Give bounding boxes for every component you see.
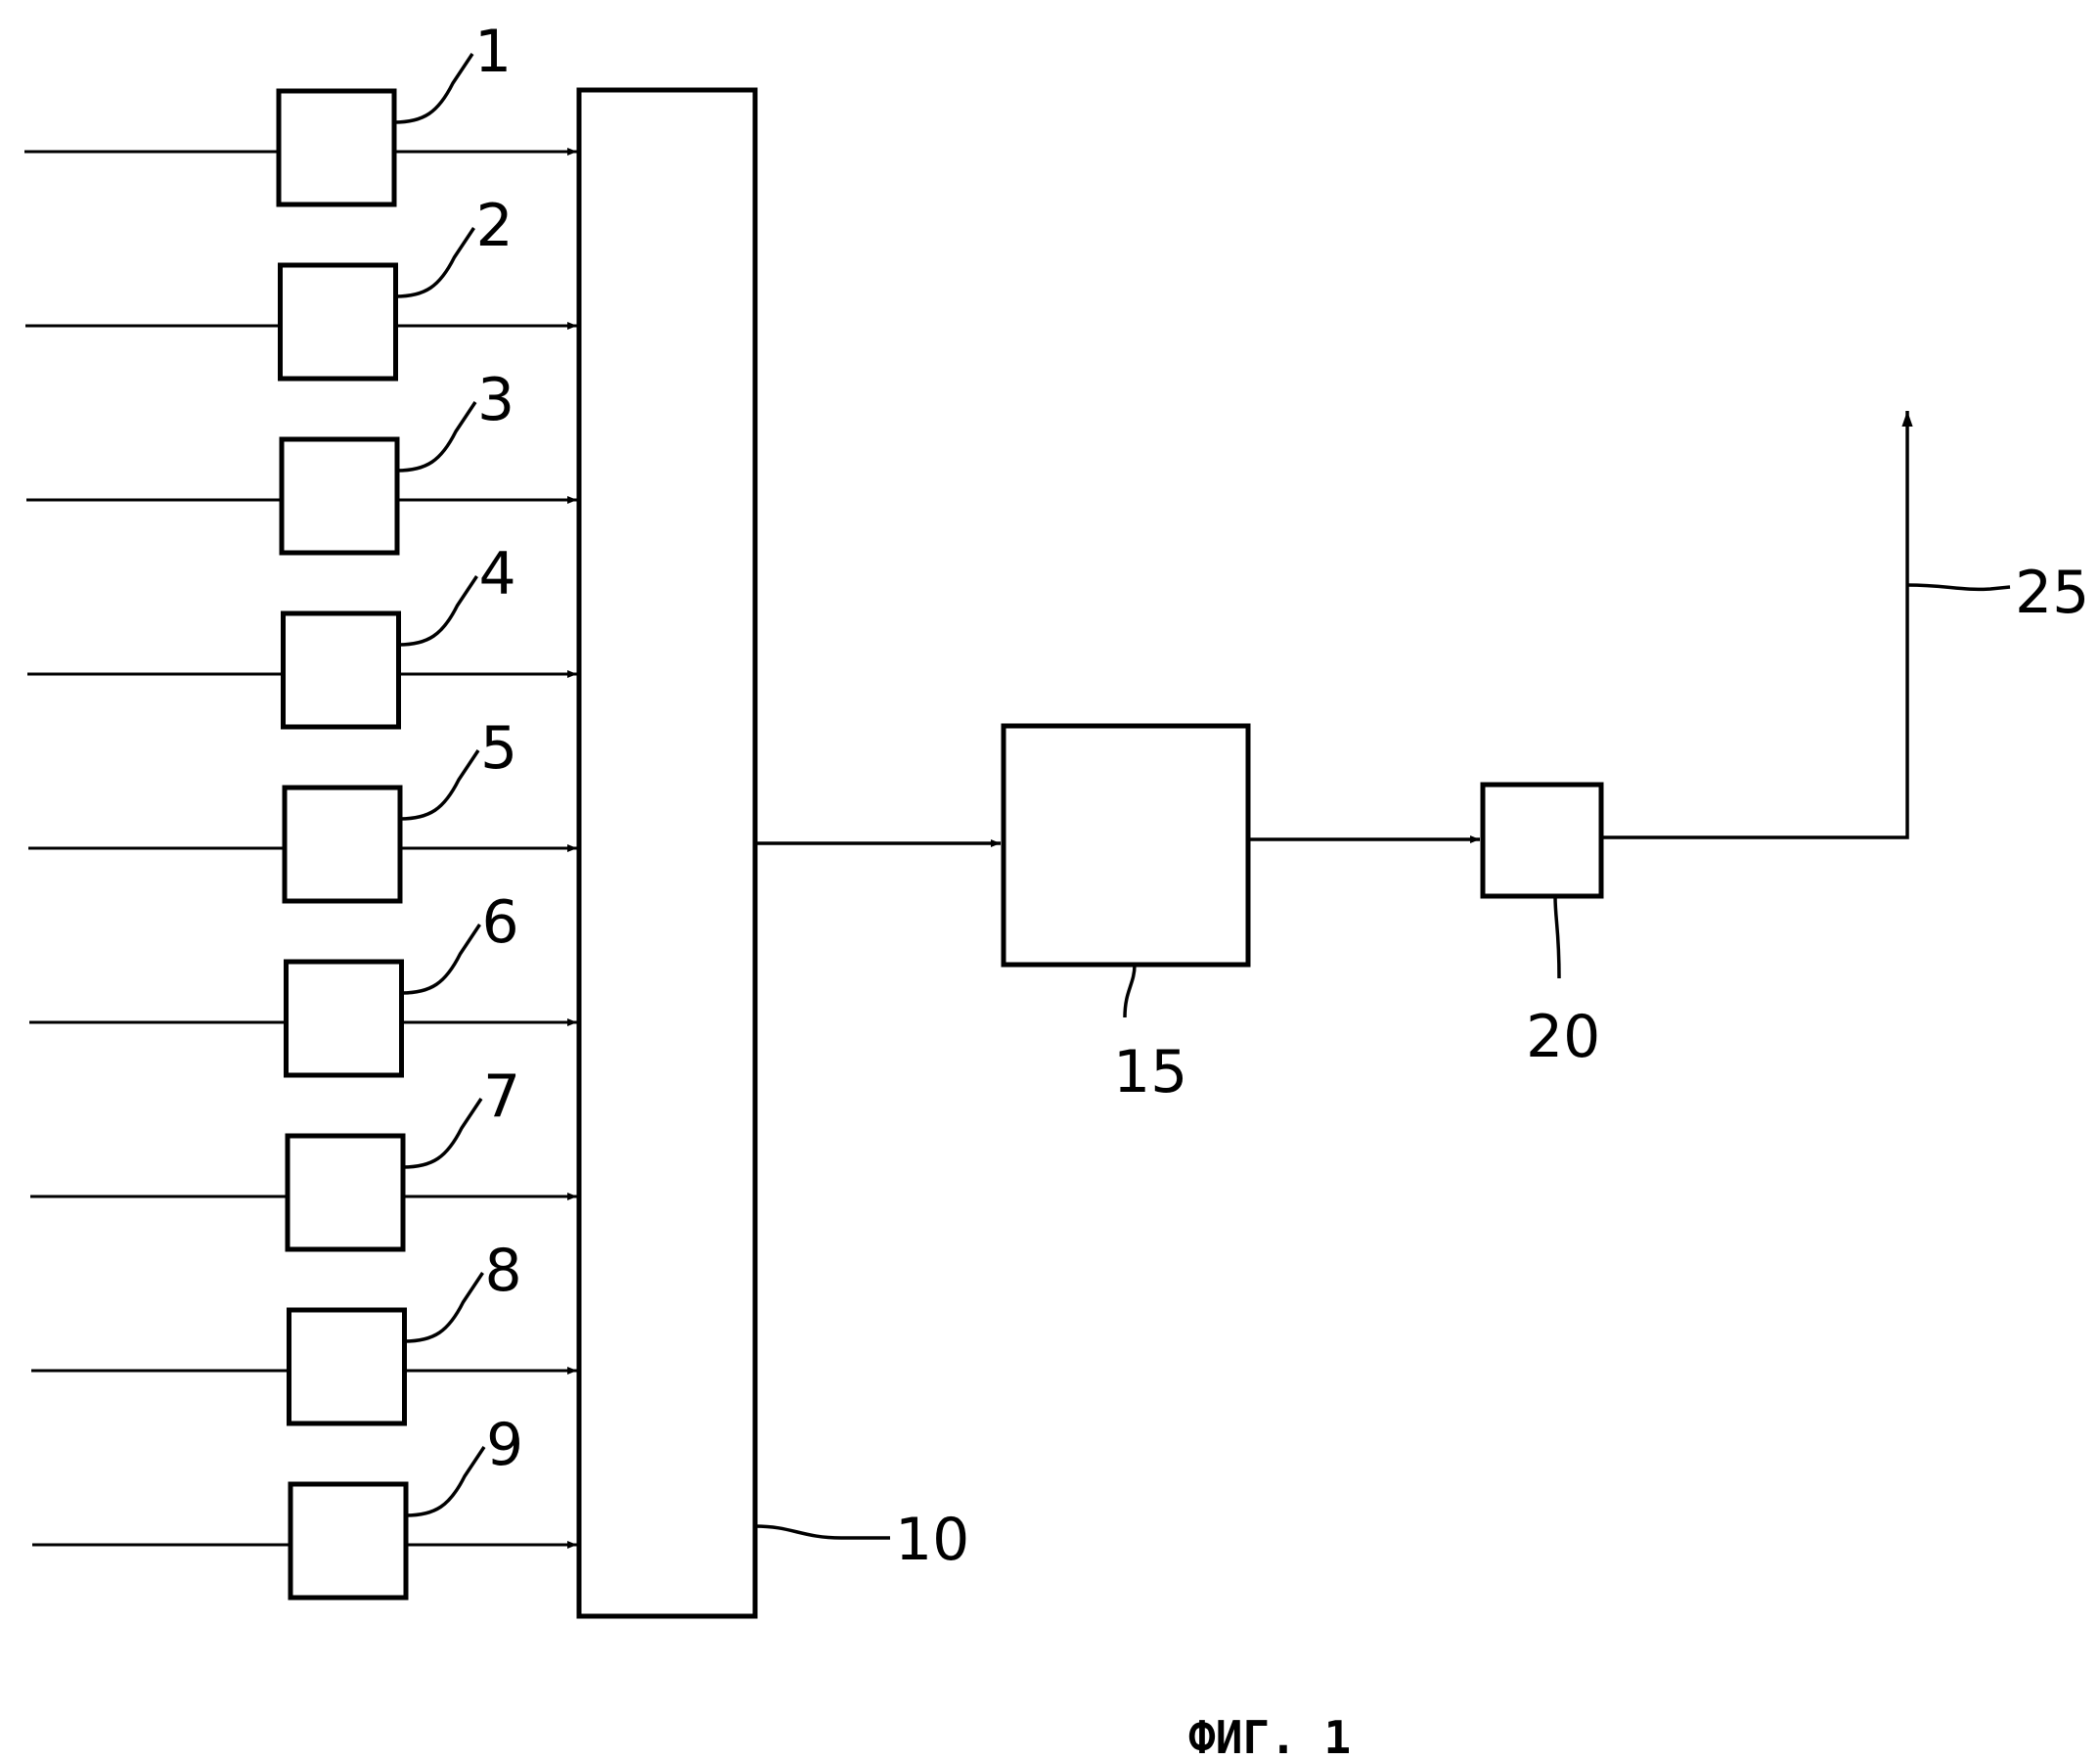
output-block-label: 20 xyxy=(1526,1003,1600,1071)
input-block-label-2: 2 xyxy=(476,192,514,260)
bus-block xyxy=(579,90,755,1616)
output-block-leader xyxy=(1555,896,1559,978)
bus-block-label: 10 xyxy=(895,1506,969,1574)
bus-block-leader xyxy=(755,1526,890,1538)
input-block-label-3: 3 xyxy=(477,366,514,434)
input-block-leader-1 xyxy=(394,54,472,122)
input-block-label-4: 4 xyxy=(479,540,516,609)
input-block-leader-4 xyxy=(399,576,477,645)
input-block-4 xyxy=(284,613,399,727)
input-block-label-6: 6 xyxy=(482,888,519,957)
input-block-leader-7 xyxy=(403,1099,481,1167)
input-block-label-1: 1 xyxy=(474,18,512,86)
output-signal-label: 25 xyxy=(2015,559,2089,627)
input-block-leader-8 xyxy=(405,1273,483,1341)
input-blocks-group: 1 2 3 4 5 6 7 8 9 xyxy=(24,18,577,1598)
input-block-label-9: 9 xyxy=(486,1411,523,1479)
output-block xyxy=(1483,785,1601,896)
input-block-label-8: 8 xyxy=(485,1237,522,1305)
figure-caption: ФИГ. 1 xyxy=(1188,1711,1351,1760)
input-block-3 xyxy=(282,439,397,553)
output-signal-leader xyxy=(1907,585,2010,589)
processing-block xyxy=(1004,726,1248,965)
output-signal-line xyxy=(1601,411,1907,837)
input-block-7 xyxy=(288,1136,403,1249)
input-block-5 xyxy=(285,788,400,901)
input-block-1 xyxy=(279,91,394,204)
input-block-leader-3 xyxy=(397,402,475,471)
input-block-9 xyxy=(290,1484,406,1598)
input-block-8 xyxy=(290,1310,405,1423)
processing-block-leader xyxy=(1125,965,1135,1017)
input-block-label-5: 5 xyxy=(480,714,517,783)
input-block-leader-5 xyxy=(400,750,478,819)
input-block-6 xyxy=(287,962,402,1075)
processing-block-label: 15 xyxy=(1113,1038,1187,1106)
input-block-leader-9 xyxy=(406,1447,484,1515)
input-block-2 xyxy=(281,265,396,379)
input-block-label-7: 7 xyxy=(483,1062,520,1131)
input-block-leader-6 xyxy=(402,925,480,993)
input-block-leader-2 xyxy=(396,228,474,296)
